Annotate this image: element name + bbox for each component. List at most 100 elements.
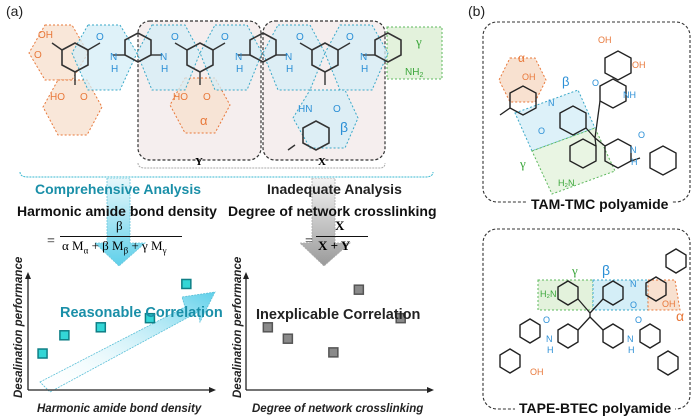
- tam-tmc-structure: α OH OH OH β N O O NH N H O γ H₂N: [482, 21, 691, 203]
- o-label: O: [592, 78, 599, 88]
- benzene-rings: [499, 248, 687, 376]
- fraction-bar: [60, 236, 182, 237]
- o-label: O: [346, 32, 354, 43]
- crosslink-point: [262, 322, 274, 333]
- o-label: O: [171, 32, 179, 43]
- o-label: O: [203, 92, 211, 103]
- oh-label: OH: [522, 72, 536, 82]
- tape-btec-label: TAPE-BTEC polyamide: [515, 400, 676, 416]
- o-label: O: [296, 32, 304, 43]
- comprehensive-arrow: [95, 178, 147, 267]
- y-axis-arrowhead: [243, 272, 249, 279]
- o-label: O: [638, 130, 645, 140]
- alpha-label: α: [200, 113, 208, 128]
- tam-tmc-label: TAM-TMC polyamide: [527, 196, 673, 212]
- benzene-ring: [302, 120, 330, 151]
- panel-a-label: (a): [6, 3, 24, 19]
- gamma-label: γ: [571, 263, 578, 278]
- acid-groups: OH O HO O HO O α: [34, 30, 211, 128]
- h-label: H: [286, 64, 293, 75]
- benzene-ring: [186, 42, 214, 73]
- correlation-point: [37, 348, 48, 359]
- benzene-ring: [61, 42, 89, 73]
- inadequate-analysis-title: Inadequate Analysis: [267, 181, 402, 197]
- x-axis-arrowhead: [427, 387, 434, 393]
- n-label: N: [548, 98, 555, 108]
- structure-frame: [482, 228, 691, 410]
- h-label: H: [236, 64, 243, 75]
- alpha-region: [498, 57, 547, 103]
- beta-label: β: [562, 74, 569, 89]
- tape-btec-structure: γ H₂N β N O O N H N H O OH α OH: [482, 228, 691, 410]
- n-label: N: [360, 52, 367, 63]
- beta-hex-3: [199, 24, 263, 91]
- oh-label: OH: [662, 299, 676, 309]
- beta-hex-2: [136, 24, 201, 91]
- trend-arrow: [39, 291, 216, 393]
- nh2-label: NH2: [405, 67, 423, 79]
- harmonic-density-label: Harmonic amide bond density: [17, 203, 217, 219]
- beta-hex-1: [71, 24, 138, 91]
- beta-region: [592, 279, 649, 311]
- n-label: N: [630, 145, 637, 155]
- amide-groups: O N H N H O O N H N H O O N H HN O β: [96, 32, 368, 135]
- beta-hex-5: [324, 24, 389, 91]
- crosslink-point: [395, 312, 406, 324]
- left-plot-xlabel: Harmonic amide bond density: [37, 403, 202, 415]
- oh-label: OH: [38, 30, 53, 41]
- nh-label: NH: [623, 90, 636, 100]
- alpha-label: α: [676, 308, 684, 324]
- right-plot-xlabel: Degree of network crosslinking: [252, 403, 424, 415]
- panel-b-label: (b): [468, 3, 486, 19]
- o-label: O: [80, 92, 88, 103]
- crosslink-point: [328, 347, 339, 358]
- comprehensive-analysis-title: Comprehensive Analysis: [35, 181, 201, 197]
- crosslink-point: [282, 333, 294, 344]
- inadequate-arrow: [300, 178, 352, 267]
- xy-brace: [137, 162, 386, 169]
- o-label: O: [538, 126, 545, 136]
- o-label: O: [34, 50, 42, 61]
- correlation-point: [59, 330, 70, 341]
- n-label: N: [285, 52, 292, 63]
- beta-label: β: [340, 119, 348, 135]
- crosslinking-label: Degree of network crosslinking: [228, 203, 437, 219]
- h2n-label: H₂N: [540, 289, 557, 299]
- h2n-label: H₂N: [558, 178, 575, 188]
- h-label: H: [547, 345, 554, 355]
- reasonable-correlation-plot: [25, 272, 216, 393]
- beta-label: β: [602, 262, 610, 278]
- formula-equals: =: [305, 234, 313, 249]
- o-label: O: [630, 300, 637, 310]
- oh-label: OH: [632, 60, 646, 70]
- gamma-label: γ: [519, 156, 526, 171]
- bonds: [51, 42, 375, 151]
- gamma-region: [386, 26, 443, 80]
- structure-frame: [482, 21, 691, 203]
- alpha-region: [647, 279, 681, 311]
- polymer-structure-diagram: OH O HO O HO O α O N H N H O O N H N H O…: [19, 20, 443, 178]
- gamma-label: γ: [415, 34, 422, 49]
- left-plot-ylabel: Desalination performance: [13, 256, 25, 398]
- box-y-label: Y: [195, 156, 203, 168]
- hn-label: HN: [298, 104, 312, 115]
- crosslink-point: [353, 284, 365, 295]
- formula-denominator: α Mα + β Mβ + γ Mγ: [62, 238, 167, 256]
- fraction-bar: [316, 236, 368, 237]
- inexplicable-correlation-plot: [243, 272, 434, 393]
- oh-label: OH: [530, 367, 544, 377]
- n-label: N: [546, 334, 553, 344]
- correlation-point: [144, 312, 156, 324]
- oh-label: OH: [598, 35, 612, 45]
- beta-regions: [71, 24, 389, 149]
- h-label: H: [361, 64, 368, 75]
- beta-hex-4: [262, 24, 326, 91]
- right-plot-ylabel: Desalination performance: [232, 256, 244, 398]
- formula-equals: =: [47, 234, 55, 249]
- formula-numerator: β: [116, 218, 123, 233]
- correlation-point: [95, 322, 107, 333]
- h-label: H: [631, 157, 638, 167]
- inexplicable-correlation-annotation: Inexplicable Correlation: [256, 307, 421, 323]
- o-label: O: [635, 315, 642, 325]
- n-label: N: [160, 52, 167, 63]
